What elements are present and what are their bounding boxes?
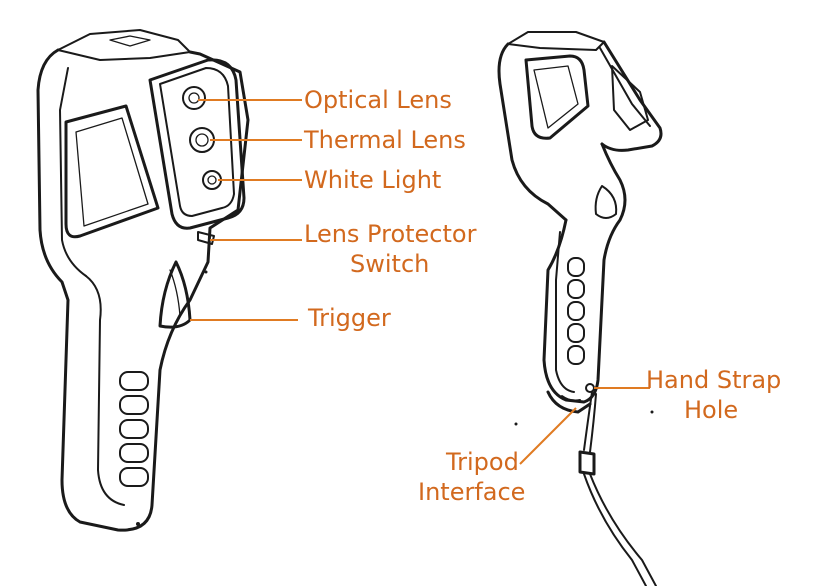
hand-strap-hole-icon [585, 383, 595, 393]
optical-lens-label: Optical Lens [304, 86, 452, 114]
hand-strap [578, 391, 657, 586]
side-display-icon [524, 54, 590, 140]
optical-lens-icon [182, 86, 206, 110]
lens-protector-switch-icon [197, 231, 215, 245]
hand-strap-label-line2: Hole [684, 396, 738, 424]
lens-protector-label-line2: Switch [350, 250, 429, 278]
grip-ribs [119, 371, 149, 487]
display-screen [64, 104, 160, 239]
tripod-label-line1: Tripod [445, 448, 519, 476]
white-light-label: White Light [304, 166, 441, 194]
tripod-interface-icon [546, 390, 592, 414]
side-grip-ribs [567, 257, 585, 365]
trigger-icon [158, 260, 192, 329]
lens-protector-label-line1: Lens Protector [304, 220, 477, 248]
tripod-leader [519, 407, 577, 465]
thermal-lens-label: Thermal Lens [303, 126, 466, 154]
hand-strap-label-line1: Hand Strap [646, 366, 781, 394]
leader-lines [190, 99, 650, 465]
camera-front-view [36, 29, 250, 532]
trigger-label: Trigger [307, 304, 391, 332]
tripod-label-line2: Interface [418, 478, 525, 506]
labels: Optical Lens Thermal Lens White Light Le… [303, 86, 781, 506]
